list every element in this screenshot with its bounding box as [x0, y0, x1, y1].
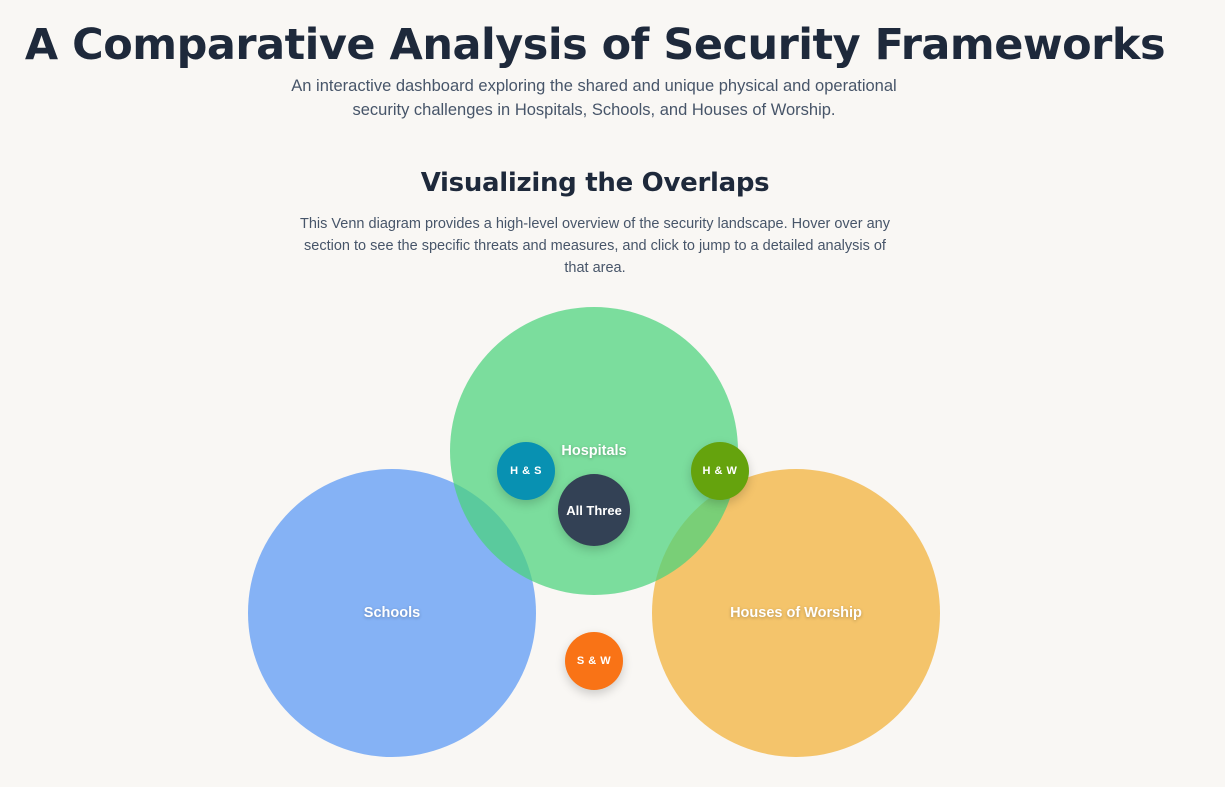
page-title: A Comparative Analysis of Security Frame… — [24, 20, 1166, 70]
venn-intersection-hs[interactable]: H & S — [497, 442, 555, 500]
venn-label-hospitals: Hospitals — [561, 443, 627, 459]
section-title: Visualizing the Overlaps — [420, 168, 770, 198]
section-description: This Venn diagram provides a high-level … — [300, 216, 890, 276]
venn-label-worship: Houses of Worship — [730, 605, 862, 621]
page-subtitle: An interactive dashboard exploring the s… — [291, 77, 897, 119]
venn-intersection-hw[interactable]: H & W — [691, 442, 749, 500]
venn-intersection-sw[interactable]: S & W — [565, 632, 623, 690]
venn-intersection-all[interactable]: All Three — [558, 474, 630, 546]
venn-label-schools: Schools — [363, 605, 421, 621]
venn-circle-hospitals[interactable]: Hospitals — [450, 307, 738, 595]
